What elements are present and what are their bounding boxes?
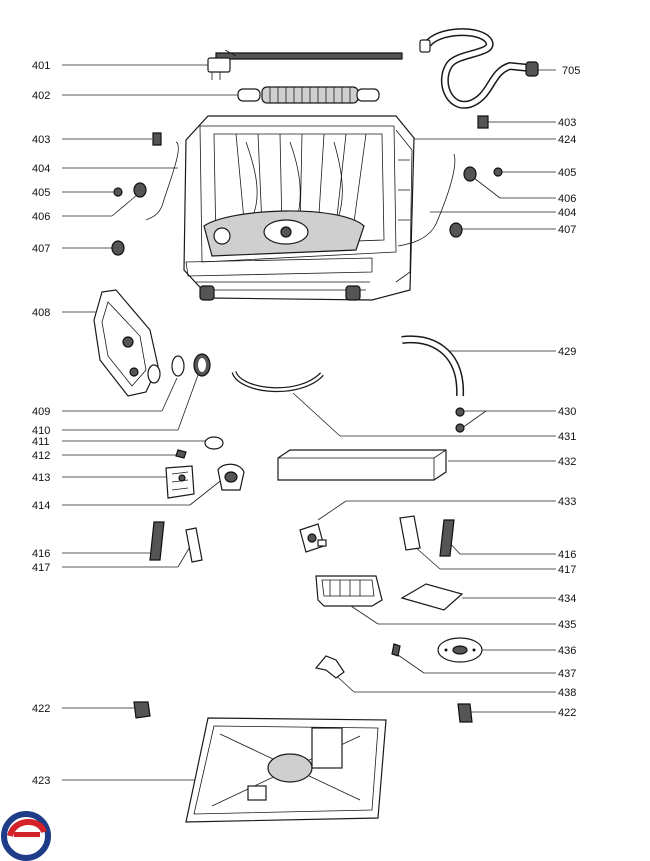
float-disc-part xyxy=(437,637,483,663)
label-407: 407 xyxy=(32,243,50,255)
label-414: 414 xyxy=(32,500,50,512)
label-434: 434 xyxy=(558,593,576,605)
base-plate-part xyxy=(185,717,387,823)
brackets-part xyxy=(149,515,455,563)
small-parts-left xyxy=(111,132,179,256)
pump-parts xyxy=(165,436,245,499)
tub-assembly-part xyxy=(183,115,415,301)
label-429: 429 xyxy=(558,346,576,358)
labels-left: 401 402 403 404 405 406 407 408 409 410 … xyxy=(32,60,50,787)
label-405-right: 405 xyxy=(558,167,576,179)
label-435: 435 xyxy=(558,619,576,631)
label-406: 406 xyxy=(32,211,50,223)
label-438: 438 xyxy=(558,687,576,699)
label-403-right: 403 xyxy=(558,117,576,129)
label-417: 417 xyxy=(32,562,50,574)
leaders-right xyxy=(292,69,556,713)
label-417-right: 417 xyxy=(558,564,576,576)
inlet-hose-part xyxy=(419,28,539,109)
label-402: 402 xyxy=(32,90,50,102)
power-cord-part xyxy=(207,49,403,80)
label-432: 432 xyxy=(558,456,576,468)
label-437: 437 xyxy=(558,668,576,680)
foam-block-part xyxy=(277,449,447,481)
label-407-right: 407 xyxy=(558,224,576,236)
label-422-right: 422 xyxy=(558,707,576,719)
label-413: 413 xyxy=(32,472,50,484)
label-411: 411 xyxy=(32,436,50,448)
labels-right: 705 403 424 405 406 404 407 429 430 431 … xyxy=(558,65,580,719)
label-406-right: 406 xyxy=(558,193,576,205)
label-436: 436 xyxy=(558,645,576,657)
label-430: 430 xyxy=(558,406,576,418)
brand-logo-icon xyxy=(1,811,51,861)
control-tray-part xyxy=(315,575,383,607)
label-423: 423 xyxy=(32,775,50,787)
label-403: 403 xyxy=(32,134,50,146)
label-433: 433 xyxy=(558,496,576,508)
spring-part xyxy=(391,643,401,657)
label-422: 422 xyxy=(32,703,50,715)
label-404-right: 404 xyxy=(558,207,576,219)
feet-part xyxy=(133,701,473,723)
label-424: 424 xyxy=(558,134,576,146)
sump-assembly-part xyxy=(93,289,161,397)
valve-part xyxy=(299,523,327,553)
label-404: 404 xyxy=(32,163,50,175)
small-parts-right xyxy=(397,115,503,247)
label-408: 408 xyxy=(32,307,50,319)
thin-hose-part xyxy=(231,370,324,393)
drain-hose-part xyxy=(237,86,380,104)
clip-part xyxy=(314,655,345,679)
seal-rings-part xyxy=(171,353,211,377)
label-416-right: 416 xyxy=(558,549,576,561)
label-412: 412 xyxy=(32,450,50,462)
circulation-hose-part xyxy=(401,335,465,433)
cover-plate-part xyxy=(400,583,464,611)
label-401: 401 xyxy=(32,60,50,72)
label-431: 431 xyxy=(558,431,576,443)
label-416: 416 xyxy=(32,548,50,560)
leaders-left xyxy=(62,64,240,781)
label-705: 705 xyxy=(562,65,580,77)
label-409: 409 xyxy=(32,406,50,418)
label-410: 410 xyxy=(32,425,50,437)
label-405: 405 xyxy=(32,187,50,199)
